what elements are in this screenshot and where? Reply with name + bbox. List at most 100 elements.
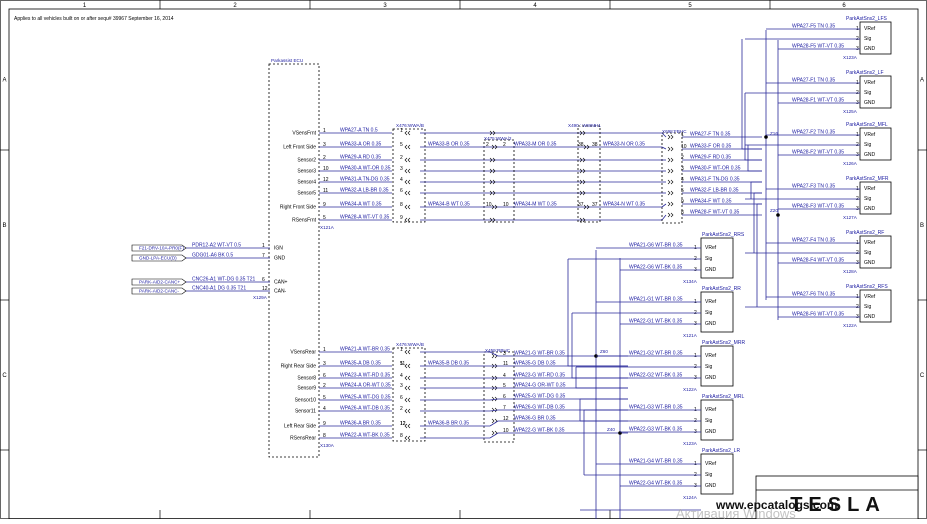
connector-chevron (583, 204, 590, 210)
wire-label: WPA21-A WT-BR 0.35 (340, 347, 390, 353)
pin-number: 5 (400, 142, 403, 148)
terminal-tag (131, 254, 187, 262)
signal-return-wire (756, 203, 762, 307)
wire-label: WPA21-G2 WT-BR 0.35 (629, 351, 683, 357)
sensor-pin: GND (705, 321, 717, 327)
wire-label: WPA35-G DB 0.35 (514, 361, 556, 367)
wire-label: WPA34-M WT 0.35 (514, 202, 557, 208)
sensor-pin: VRef (705, 407, 717, 413)
splice-dot (764, 135, 768, 139)
sensor-title: ParkAstSns2_MFL (846, 122, 888, 128)
pin-number: 38 (578, 142, 584, 148)
wire-label: CNC40-A1 DG 0.35 T21 (192, 286, 246, 292)
sensor-box (700, 345, 734, 387)
wire-label: WPA28-F2 WT-VT 0.35 (792, 150, 844, 156)
ecu-pin-number: 7 (262, 253, 265, 259)
wire-label: WPA26-A WT-DB 0.35 (340, 406, 390, 412)
splice-label: Z20 (770, 208, 778, 213)
pin-number: 6 (503, 394, 506, 400)
ecu-pin-label: Right Rear Side (281, 364, 317, 370)
ecu-pin-label: Sensor9 (297, 386, 316, 392)
sensor-box (859, 21, 892, 55)
ecu-pin-label: VSensFrnt (292, 131, 316, 137)
signal-return-wire (741, 39, 762, 150)
connector-chevron (579, 157, 586, 163)
wire-label: WPA36-B BR 0.35 (428, 421, 469, 427)
ecu-outline (268, 63, 320, 458)
pin-number: 37 (592, 202, 598, 208)
sensor-pin: GND (864, 100, 876, 106)
terminal-tag-label: PARK-AID2-CANC- (139, 289, 179, 294)
connector-chevron (579, 217, 586, 223)
inline-connector-2 (483, 139, 515, 223)
pin-number: 2 (681, 155, 684, 161)
connector-id: X122A (843, 323, 858, 328)
sensor-pin: Sig (864, 196, 871, 202)
pin-number: 7 (503, 405, 506, 411)
sensor-pin: Sig (705, 472, 712, 478)
connector-id: X121A (320, 225, 335, 230)
ecu-pin-label: GND (274, 256, 286, 262)
connector-id: X123A (843, 55, 858, 60)
splice-label: Z40 (607, 427, 615, 432)
pin-number: 11 (400, 361, 405, 367)
pin-number: 3 (681, 166, 684, 172)
wire-label: WPA34-B WT 0.35 (428, 202, 470, 208)
ecu-pin-number: 2 (323, 155, 326, 161)
wire-label: WPA29-F RD 0.35 (690, 155, 731, 161)
pin-number: 38 (592, 142, 598, 148)
ecu-pin-label: Sensor2 (297, 158, 316, 164)
row-letter: C (920, 373, 925, 379)
wire-label: WPA32-A LB-BR 0.35 (340, 188, 389, 194)
pin-number: 2 (486, 142, 489, 148)
wire-label: WPA29-A RD 0.35 (340, 155, 381, 161)
watermark-url: www.epcatalogs.com (715, 498, 838, 512)
logo-wordmark: TESLA (790, 494, 886, 516)
ecu-pin-label: Sensor10 (295, 398, 317, 404)
pin-number: 4 (400, 373, 403, 379)
wire-label: WPA27-F6 TN 0.35 (792, 292, 835, 298)
sensor-pin: Sig (864, 90, 871, 96)
sensor-pin: GND (864, 152, 876, 158)
ecu-pin-label: Sensor5 (297, 191, 316, 197)
row-letter: C (2, 373, 7, 379)
connector-chevron (579, 130, 586, 136)
wire-label: WPA33-B OR 0.35 (428, 142, 470, 148)
connector-chevron (579, 179, 586, 185)
sensor-box (859, 181, 892, 215)
pin-number: 1 (400, 347, 403, 353)
connector-id: X125A (843, 109, 858, 114)
ecu-title: Parkassist ECU (271, 58, 303, 63)
sensor-pin: Sig (864, 250, 871, 256)
connector-chevron (489, 130, 496, 136)
rear-signal-return-wire (571, 313, 628, 379)
wire-label: WPA22-G6 WT-BK 0.35 (629, 265, 682, 271)
pin-number: 8 (400, 433, 403, 439)
connector-chevron (404, 168, 411, 174)
connector-id: X123A (683, 441, 698, 446)
terminal-tag-label: F21-DRV-10A-PR0(F) (139, 246, 184, 251)
pin-number: 37 (578, 202, 584, 208)
wire-label: WPA22-G3 WT-BK 0.35 (629, 427, 682, 433)
wire-label: WPA24-A OR-WT 0.35 (340, 383, 391, 389)
wire-label: WPA21-G6 WT-BR 0.35 (629, 243, 683, 249)
connector-chevron (489, 157, 496, 163)
column-number: 5 (688, 3, 692, 9)
rear-inline-connector-1 (392, 347, 426, 442)
wire-label: WPA23-G WT-RD 0.35 (514, 373, 565, 379)
column-number: 6 (842, 3, 846, 9)
signal-return-wire (753, 192, 762, 253)
wire-label: WPA28-F5 WT-VT 0.35 (792, 44, 844, 50)
inline-connector-1 (392, 128, 426, 223)
row-letter: B (2, 223, 6, 229)
bus-jog (661, 203, 667, 208)
sensor-title: ParkAstSns2_RF (846, 230, 884, 236)
wire-label: WPA33-M OR 0.35 (514, 142, 557, 148)
inline-connector-label: X476:WWA/B (396, 123, 424, 128)
ecu-pin-label: Sensor8 (297, 376, 316, 382)
wire-label: WPA33-F OR 0.35 (690, 144, 732, 150)
sensor-pin: VRef (705, 461, 717, 467)
